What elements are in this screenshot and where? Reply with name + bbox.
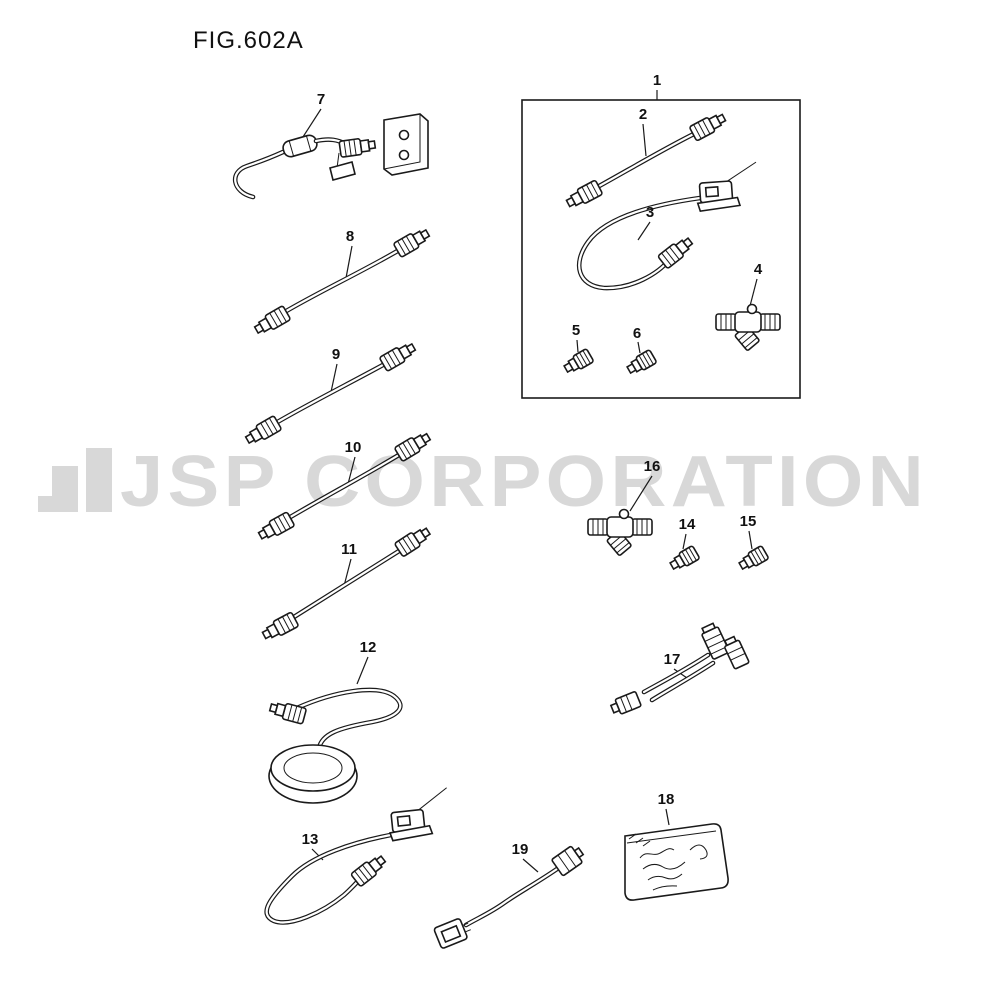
part-label-11: 11 [341, 541, 357, 558]
part-1: 1 [521, 72, 801, 399]
part-19: 19 [433, 841, 585, 949]
part-label-3: 3 [646, 204, 654, 221]
part-9-leader [330, 363, 338, 393]
connector-icon [251, 304, 292, 338]
part-15: 15 [736, 513, 770, 574]
part-10: 10 [255, 429, 434, 544]
part-13: 13 [264, 787, 447, 925]
connector-icon [563, 179, 604, 212]
part-3: 3 [576, 161, 757, 291]
figure-title: FIG.602A [193, 27, 304, 54]
mounting-bracket [383, 113, 429, 176]
part-4-leader [749, 278, 758, 307]
plug-block [723, 635, 750, 670]
connector-icon [656, 233, 696, 270]
connector-icon [259, 611, 300, 644]
part-10-leader [347, 456, 356, 485]
part-label-19: 19 [512, 841, 529, 858]
cap-icon [736, 544, 770, 574]
part-12: 12 [267, 639, 403, 804]
sensor-switch [696, 161, 757, 213]
part-19-leader [522, 858, 539, 873]
part-11: 11 [259, 523, 434, 644]
part-8: 8 [251, 225, 433, 338]
connector-icon [378, 339, 419, 373]
part-14-leader [682, 533, 687, 550]
part-7-leader [300, 108, 322, 141]
part-label-6: 6 [633, 325, 641, 342]
part-label-16: 16 [644, 458, 661, 475]
part-label-2: 2 [639, 106, 647, 123]
watermark-logo [38, 448, 112, 512]
cap-icon [561, 347, 595, 377]
part-label-9: 9 [332, 346, 340, 363]
part-3-leader [637, 221, 651, 241]
part-8-leader [345, 245, 353, 279]
inline-filter [282, 134, 318, 158]
part-label-13: 13 [302, 831, 319, 848]
part-label-7: 7 [317, 91, 325, 108]
plug-block [551, 845, 585, 877]
part-13-cable [264, 831, 399, 925]
part-17: 17 [609, 622, 750, 715]
part-label-15: 15 [740, 513, 757, 530]
connector-icon [393, 523, 434, 558]
part-label-4: 4 [754, 261, 763, 278]
sensor-switch [388, 787, 447, 842]
part-5-leader [576, 339, 579, 353]
part-15-leader [748, 530, 753, 550]
connector-icon [267, 698, 308, 725]
part-label-5: 5 [572, 322, 580, 339]
part-9: 9 [242, 339, 419, 448]
part-label-14: 14 [679, 516, 696, 533]
cap-icon [667, 544, 701, 574]
part-18: 18 [624, 791, 729, 901]
connector-icon [688, 109, 729, 142]
connector-icon [338, 135, 377, 159]
tee-joint-icon [715, 303, 781, 352]
small-connector [609, 691, 642, 715]
part-18-leader [665, 808, 670, 826]
parts-bag [624, 823, 729, 901]
cap-icon [624, 348, 658, 378]
tag [329, 161, 356, 181]
part-7-cable [233, 149, 286, 200]
part-11-leader [343, 558, 352, 587]
connector-icon [392, 225, 433, 259]
part-5: 5 [561, 322, 595, 377]
part-2: 2 [563, 106, 729, 212]
part-6: 6 [624, 325, 658, 378]
part-label-18: 18 [658, 791, 675, 808]
part-2-leader [642, 123, 647, 157]
part-12-leader [356, 656, 369, 685]
watermark: JSP CORPORATION [38, 442, 928, 522]
part-7: 7 [233, 91, 429, 200]
part-16-leader [629, 475, 653, 512]
socket-connector [433, 918, 471, 949]
watermark-text: JSP CORPORATION [120, 442, 928, 522]
plug-block [701, 622, 730, 660]
part-14: 14 [667, 516, 701, 574]
part-16: 16 [587, 458, 661, 557]
sensor-puck [268, 744, 358, 804]
part-label-8: 8 [346, 228, 354, 245]
part-label-17: 17 [664, 651, 681, 668]
part-label-1: 1 [653, 72, 661, 89]
part-6-leader [637, 341, 641, 354]
part-4: 4 [715, 261, 781, 352]
part-label-12: 12 [360, 639, 377, 656]
connector-icon [349, 851, 389, 888]
kit-box-outline [521, 99, 801, 399]
part-label-10: 10 [345, 439, 362, 456]
